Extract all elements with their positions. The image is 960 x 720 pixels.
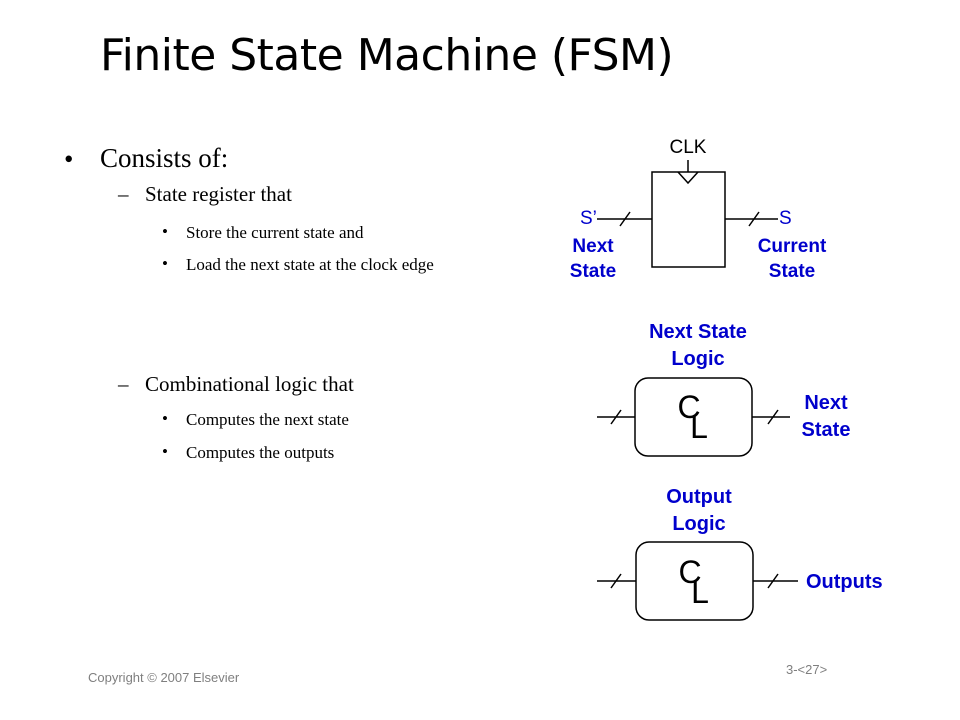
copyright-footer: Copyright © 2007 Elsevier	[88, 670, 240, 685]
bullet-store-state: Store the current state and	[186, 223, 364, 242]
clock-edge-triangle	[677, 171, 699, 185]
s-prime-label: S’	[580, 208, 597, 229]
state-register: CLK S’ Next State S Current State	[570, 137, 827, 282]
bus-slash	[619, 211, 631, 227]
bus-slash	[610, 573, 622, 589]
current-state-label-2: State	[769, 261, 815, 282]
bullet-dot: •	[162, 409, 168, 428]
output-logic: Output Logic C L Outputs	[597, 486, 883, 621]
bullet-dash: –	[118, 372, 129, 396]
next-state-label-2: State	[570, 261, 616, 282]
bus-slash	[748, 211, 760, 227]
bullet-combinational: Combinational logic that	[145, 372, 354, 396]
bullet-dash: –	[118, 182, 129, 206]
s-label: S	[779, 208, 792, 229]
bullet-consists-of: Consists of:	[100, 143, 229, 173]
slide-title: Finite State Machine (FSM)	[100, 30, 674, 81]
next-state-logic: Next State Logic C L Next State	[597, 321, 851, 457]
bullet-load-state: Load the next state at the clock edge	[186, 255, 434, 274]
bullet-state-register: State register that	[145, 182, 292, 206]
output-logic-title-2: Logic	[672, 513, 725, 535]
next-state-output-label-2: State	[802, 419, 851, 441]
clk-label: CLK	[670, 137, 707, 158]
bullet-dot: •	[162, 222, 168, 241]
current-state-label: Current	[758, 236, 827, 257]
register-box	[651, 171, 726, 268]
cl-glyph-l: L	[691, 574, 709, 610]
bus-slash	[610, 409, 622, 425]
next-state-logic-title-2: Logic	[671, 348, 724, 370]
output-logic-title: Output	[666, 486, 732, 508]
bullet-dot: •	[162, 442, 168, 461]
bullet-outputs: Computes the outputs	[186, 443, 335, 462]
bullet-dot: •	[64, 144, 74, 174]
bus-slash	[767, 409, 779, 425]
cl-glyph-c: C	[677, 389, 700, 425]
bullet-next-state: Computes the next state	[186, 410, 349, 429]
cl-glyph-c: C	[678, 554, 701, 590]
bullet-dot: •	[162, 254, 168, 273]
bus-slash	[767, 573, 779, 589]
next-state-label: Next	[572, 236, 614, 257]
outputs-label: Outputs	[806, 571, 883, 593]
next-state-output-label: Next	[804, 392, 848, 414]
page-number: 3-<27>	[786, 662, 828, 677]
next-state-logic-title: Next State	[649, 321, 747, 343]
cl-glyph-l: L	[690, 409, 708, 445]
